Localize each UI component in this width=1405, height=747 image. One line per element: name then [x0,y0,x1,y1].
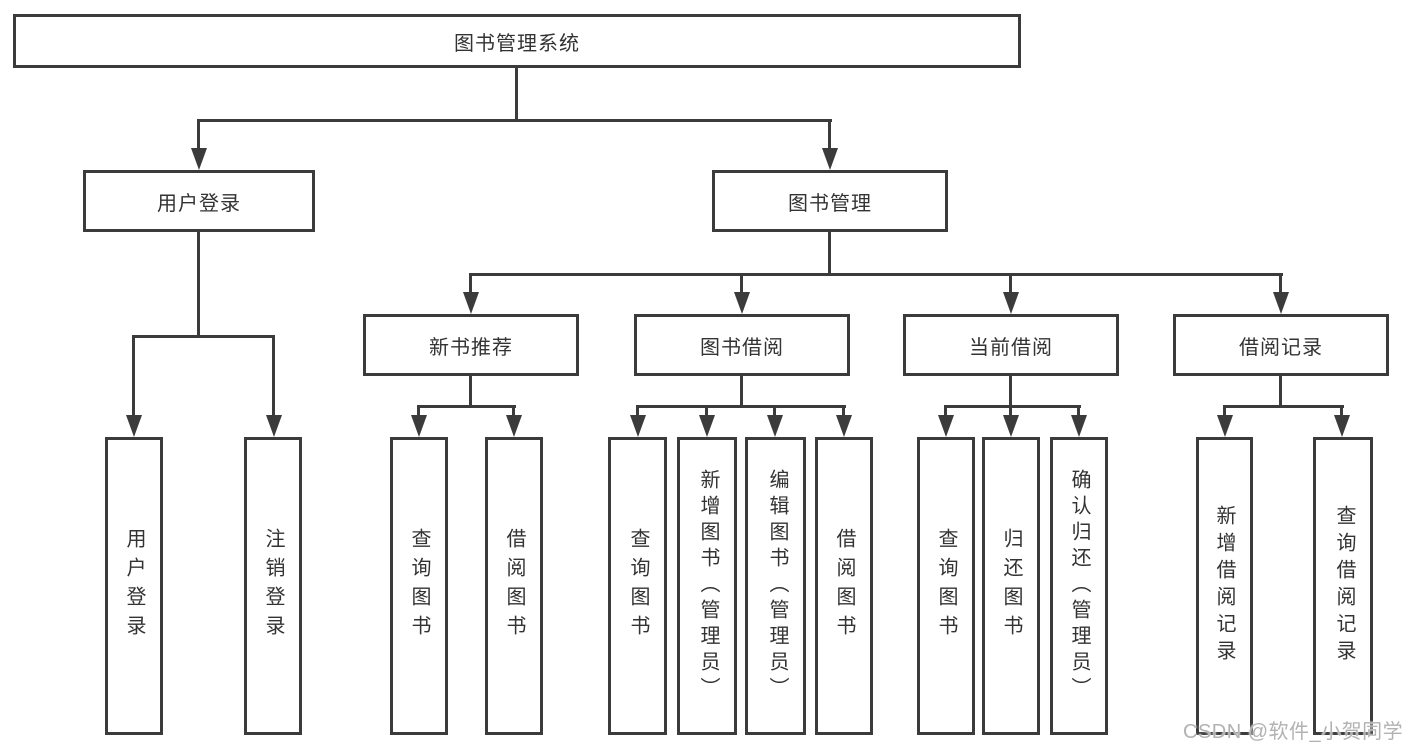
connector-to-bb-borrow [842,405,845,419]
node-cb-return-books: 归还图书 [982,437,1040,735]
connector-groupB-stem [740,376,743,408]
connector-to-cb-query [944,405,947,419]
node-br-query-record: 查询借阅记录 [1313,437,1373,735]
connector-to-bb-add [705,405,708,419]
connector-bookmgmt-branch [469,273,1283,276]
connector-to-book-borrow [740,273,743,297]
arrowhead-ul-login [126,415,142,437]
connector-groupC-branch [944,405,1081,408]
node-book-borrowing: 图书借阅 [634,314,850,376]
arrowhead-cb-return [1003,415,1019,437]
connector-to-br-query [1340,405,1343,419]
node-current-borrowing: 当前借阅 [903,314,1119,376]
arrowhead-ul-logout [266,415,282,437]
connector-to-bb-query [636,405,639,419]
arrowhead-bb-borrow [836,415,852,437]
node-ul-user-login: 用户登录 [105,437,163,735]
node-bb-add-books-admin: 新增图书（管理员） [677,437,737,735]
arrowhead-book-mgmt [822,148,838,170]
arrowhead-nb-query [411,415,427,437]
connector-to-bb-edit [773,405,776,419]
connector-groupA-branch [417,405,516,408]
arrowhead-bb-query [630,415,646,437]
node-nb-query-books: 查询图书 [390,437,448,735]
node-user-login: 用户登录 [83,170,315,232]
arrowhead-bb-edit [767,415,783,437]
arrowhead-book-borrow [734,292,750,314]
arrowhead-user-login [191,148,207,170]
connector-groupB-branch [636,405,846,408]
arrowhead-borrow-records [1273,292,1289,314]
connector-to-user-login [197,119,200,152]
node-new-book-recommend: 新书推荐 [363,314,579,376]
node-nb-borrow-books: 借阅图书 [485,437,543,735]
connector-to-nb-borrow [512,405,515,419]
connector-userlogin-stem [197,232,200,337]
connector-to-book-mgmt [828,119,831,152]
connector-root-branch [198,119,832,122]
node-ul-logout: 注销登录 [244,437,302,735]
connector-userlogin-branch [132,335,275,338]
node-bb-borrow-books: 借阅图书 [815,437,873,735]
connector-groupD-branch [1223,405,1344,408]
arrowhead-new-book [463,292,479,314]
node-borrowing-records: 借阅记录 [1173,314,1389,376]
node-bb-query-books: 查询图书 [608,437,667,735]
connector-to-cb-return [1009,405,1012,419]
arrowhead-br-add [1217,415,1233,437]
connector-root-stem [515,68,518,121]
node-book-management: 图书管理 [712,170,948,232]
node-cb-confirm-return-admin: 确认归还（管理员） [1050,437,1108,735]
arrowhead-nb-borrow [506,415,522,437]
connector-bookmgmt-stem [828,232,831,276]
connector-to-new-book [469,273,472,297]
arrowhead-br-query [1334,415,1350,437]
arrowhead-cb-query [938,415,954,437]
node-br-add-record: 新增借阅记录 [1196,437,1253,735]
connector-to-cb-confirm [1077,405,1080,419]
connector-groupD-stem [1279,376,1282,408]
connector-to-ul-login [132,335,135,417]
connector-groupA-stem [469,376,472,408]
connector-to-br-add [1223,405,1226,419]
node-bb-edit-books-admin: 编辑图书（管理员） [745,437,806,735]
node-cb-query-books: 查询图书 [917,437,975,735]
arrowhead-cb-confirm [1071,415,1087,437]
connector-to-borrow-records [1279,273,1282,297]
connector-to-ul-logout [272,335,275,417]
node-library-system: 图书管理系统 [13,14,1021,68]
arrowhead-current-borrow [1003,292,1019,314]
connector-groupC-stem [1009,376,1012,408]
connector-to-current-borrow [1009,273,1012,297]
connector-to-nb-query [417,405,420,419]
csdn-watermark: CSDN @软件_小贺同学 [1183,721,1404,743]
arrowhead-bb-add [699,415,715,437]
